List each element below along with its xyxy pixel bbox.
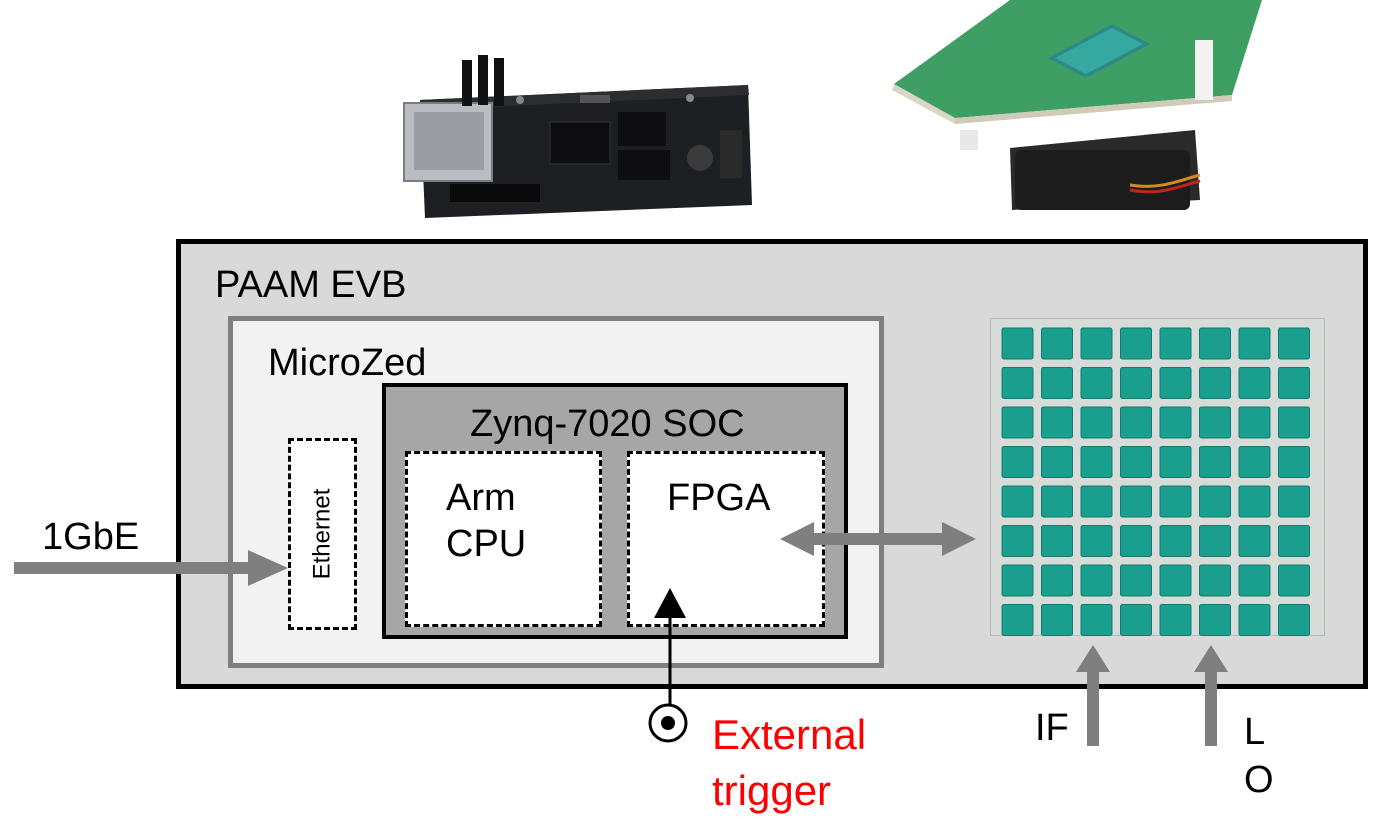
lo-arrow (1194, 645, 1228, 746)
trigger-label-line2: trigger (712, 768, 831, 814)
if-label: IF (1035, 708, 1069, 750)
fpga-chip-arrow (780, 522, 976, 556)
trigger-connector (650, 588, 686, 741)
lo-label-line2: O (1244, 760, 1274, 802)
if-arrow (1076, 645, 1110, 746)
trigger-label-line1: External (712, 712, 866, 758)
gbe-label: 1GbE (42, 517, 139, 559)
lo-label-line1: L (1244, 712, 1265, 754)
